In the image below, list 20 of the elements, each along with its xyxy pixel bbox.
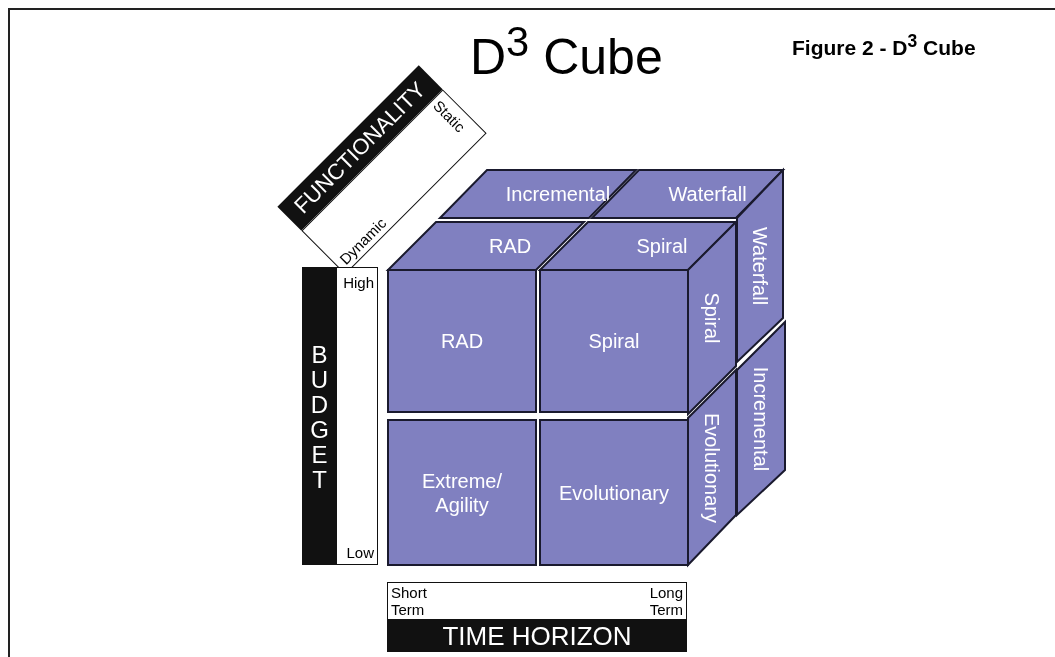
face-label: Spiral <box>635 234 689 258</box>
face-label: RAD <box>487 234 533 258</box>
figure-caption: Figure 2 - D$^{3}$ Cube <box>792 30 976 61</box>
diagram-title: D$^{3}$ Cube <box>470 17 663 87</box>
face-label: Incremental <box>749 366 773 471</box>
scale-label: Low <box>346 544 374 561</box>
axis-title-band: TIME HORIZON <box>387 620 687 652</box>
face-label: Evolutionary <box>700 412 724 523</box>
axis-title-band: BUDGET <box>302 267 336 565</box>
face-label: Spiral <box>700 292 724 344</box>
face-label: Incremental <box>504 182 612 206</box>
scale-label: High <box>343 274 374 291</box>
face-label: Evolutionary <box>557 480 671 505</box>
face-label: Waterfall <box>748 226 772 306</box>
face-label: Extreme/ Agility <box>421 468 503 517</box>
face-label: Waterfall <box>667 182 748 206</box>
face-label: RAD <box>439 329 485 353</box>
face-label: Spiral <box>587 329 641 353</box>
scale-label: Long Term <box>648 584 683 618</box>
scale-label: Short Term <box>391 584 428 618</box>
